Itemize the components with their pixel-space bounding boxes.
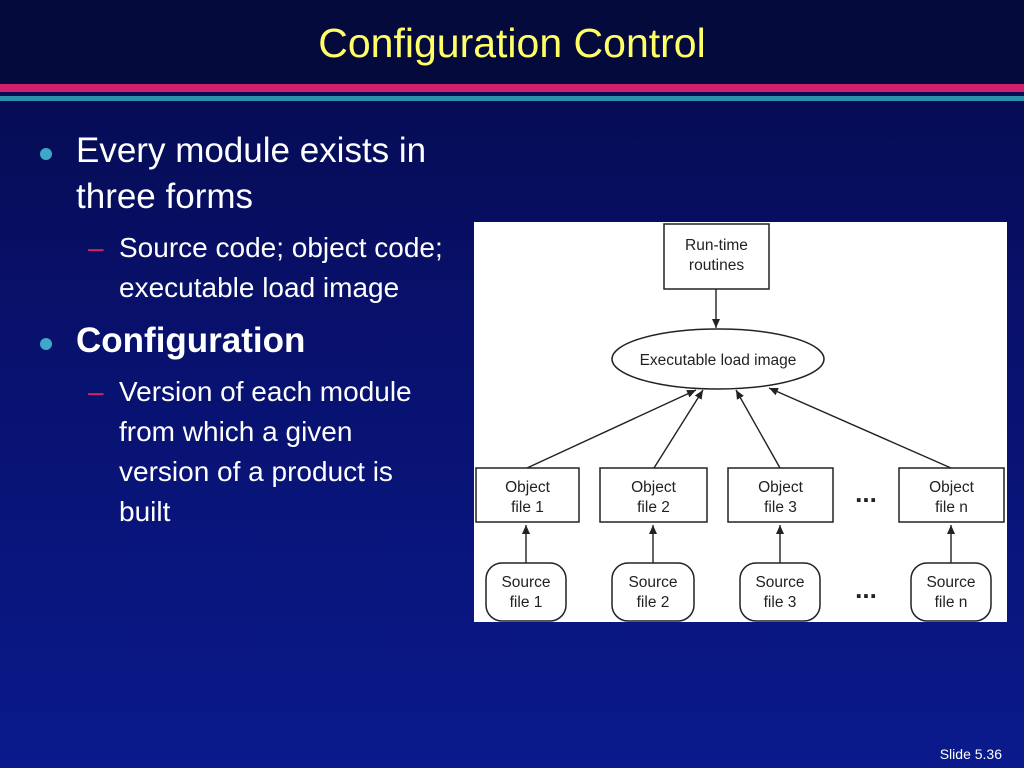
bullet-dot-icon: [40, 338, 52, 350]
source-file-label: file n: [935, 594, 968, 611]
object-file-2-box: Object file 2: [599, 467, 708, 523]
source-file-label: Source: [501, 574, 550, 591]
bullet-dot-icon: [40, 148, 52, 160]
object-file-label: Object: [929, 479, 974, 496]
object-file-label: Object: [505, 479, 550, 496]
sub-bullet-item: – Version of each module from which a gi…: [30, 372, 450, 532]
source-file-label: file 2: [637, 594, 670, 611]
bullet-item: Configuration: [30, 318, 450, 364]
source-file-1-box: Source file 1: [485, 562, 567, 622]
title-bar: [0, 0, 1024, 84]
runtime-label-line1: Run-time: [685, 237, 748, 254]
source-file-label: file 3: [764, 594, 797, 611]
object-file-1-box: Object file 1: [475, 467, 580, 523]
source-file-label: Source: [926, 574, 975, 591]
source-file-n-box: Source file n: [910, 562, 992, 622]
object-ellipsis: ...: [855, 478, 877, 508]
bullet-list: Every module exists in three forms – Sou…: [30, 128, 450, 542]
sub-bullet-item: – Source code; object code; executable l…: [30, 228, 450, 308]
object-file-3-box: Object file 3: [727, 467, 834, 523]
slide-number: Slide 5.36: [939, 746, 1002, 762]
object-file-label: Object: [631, 479, 676, 496]
executable-load-image-node: Executable load image: [611, 328, 825, 390]
object-file-n-box: Object file n: [898, 467, 1005, 523]
source-ellipsis: ...: [855, 574, 877, 604]
dash-icon: –: [88, 232, 104, 263]
source-file-label: Source: [755, 574, 804, 591]
bullet-item: Every module exists in three forms: [30, 128, 450, 220]
title-divider-teal: [0, 96, 1024, 101]
source-file-label: Source: [628, 574, 677, 591]
bullet-text: Every module exists in three forms: [76, 131, 427, 216]
runtime-routines-box: Run-time routines: [663, 223, 770, 290]
object-n-arrow: [768, 387, 952, 469]
object-1-arrow: [526, 389, 697, 469]
source-file-label: file 1: [510, 594, 543, 611]
object-file-label: file n: [935, 499, 968, 516]
object-file-label: file 2: [637, 499, 670, 516]
object-3-arrow: [735, 389, 781, 469]
object-file-label: Object: [758, 479, 803, 496]
executable-label: Executable load image: [640, 352, 797, 369]
bullet-text: Configuration: [76, 321, 306, 360]
slide-title: Configuration Control: [318, 20, 706, 66]
configuration-diagram: Run-time routines Executable load image …: [474, 222, 1007, 622]
dash-icon: –: [88, 376, 104, 407]
sub-bullet-text: Source code; object code; executable loa…: [119, 232, 443, 303]
title-divider-magenta: [0, 84, 1024, 92]
source-file-2-box: Source file 2: [611, 562, 695, 622]
object-file-label: file 3: [764, 499, 797, 516]
runtime-label-line2: routines: [689, 257, 744, 274]
object-file-label: file 1: [511, 499, 544, 516]
object-2-arrow: [653, 389, 704, 469]
source-file-3-box: Source file 3: [739, 562, 821, 622]
sub-bullet-text: Version of each module from which a give…: [119, 376, 412, 527]
